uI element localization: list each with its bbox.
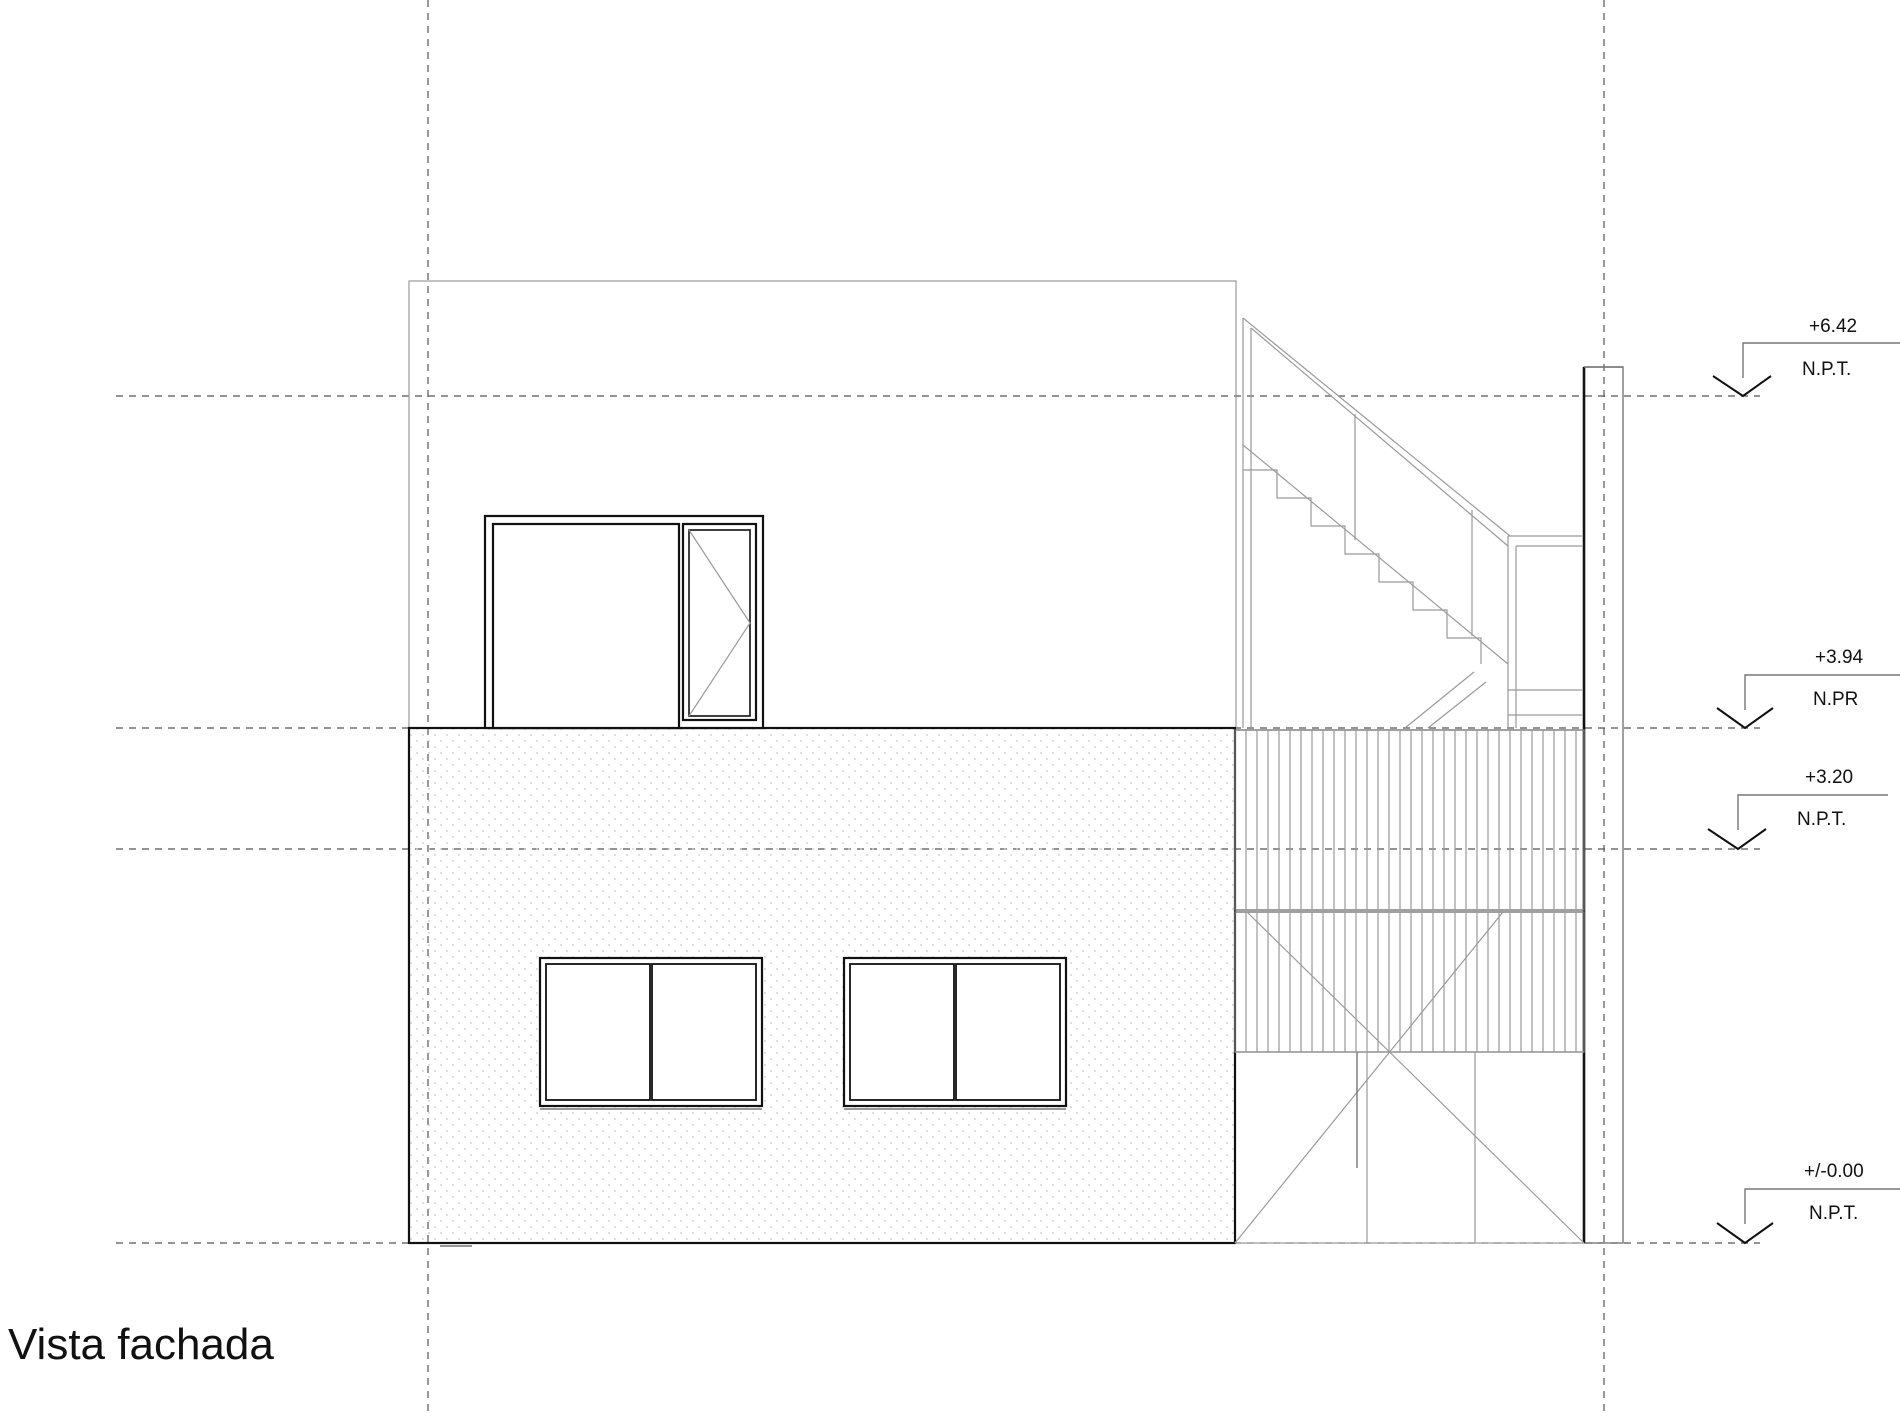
level-elevation: +6.42 xyxy=(1809,316,1857,337)
level-elevation: +3.94 xyxy=(1815,647,1864,668)
drawing-title: Vista fachada xyxy=(8,1320,274,1369)
lower-window-right xyxy=(842,956,1068,1110)
exterior-stair xyxy=(1242,317,1582,729)
lower-volume xyxy=(407,726,1237,1245)
level-label: N.P.T. xyxy=(1809,1203,1858,1224)
upper-window xyxy=(483,514,765,730)
level-marker-3-94: +3.94 N.PR xyxy=(1716,647,1900,730)
level-label: N.P.T. xyxy=(1802,359,1851,380)
level-label: N.PR xyxy=(1813,689,1858,710)
ground-gate xyxy=(1234,911,1585,1244)
level-marker-0-00: +/-0.00 N.P.T. xyxy=(1716,1161,1900,1245)
slatted-screen-upper xyxy=(1234,729,1585,911)
level-marker-6-42: +6.42 N.P.T. xyxy=(1712,316,1900,398)
level-elevation: +/-0.00 xyxy=(1804,1161,1864,1182)
level-elevation: +3.20 xyxy=(1805,767,1853,788)
level-label: N.P.T. xyxy=(1797,809,1846,830)
lower-window-left xyxy=(538,956,764,1110)
level-marker-3-20: +3.20 N.P.T. xyxy=(1707,767,1888,851)
slatted-screen-lower xyxy=(1234,911,1585,1053)
